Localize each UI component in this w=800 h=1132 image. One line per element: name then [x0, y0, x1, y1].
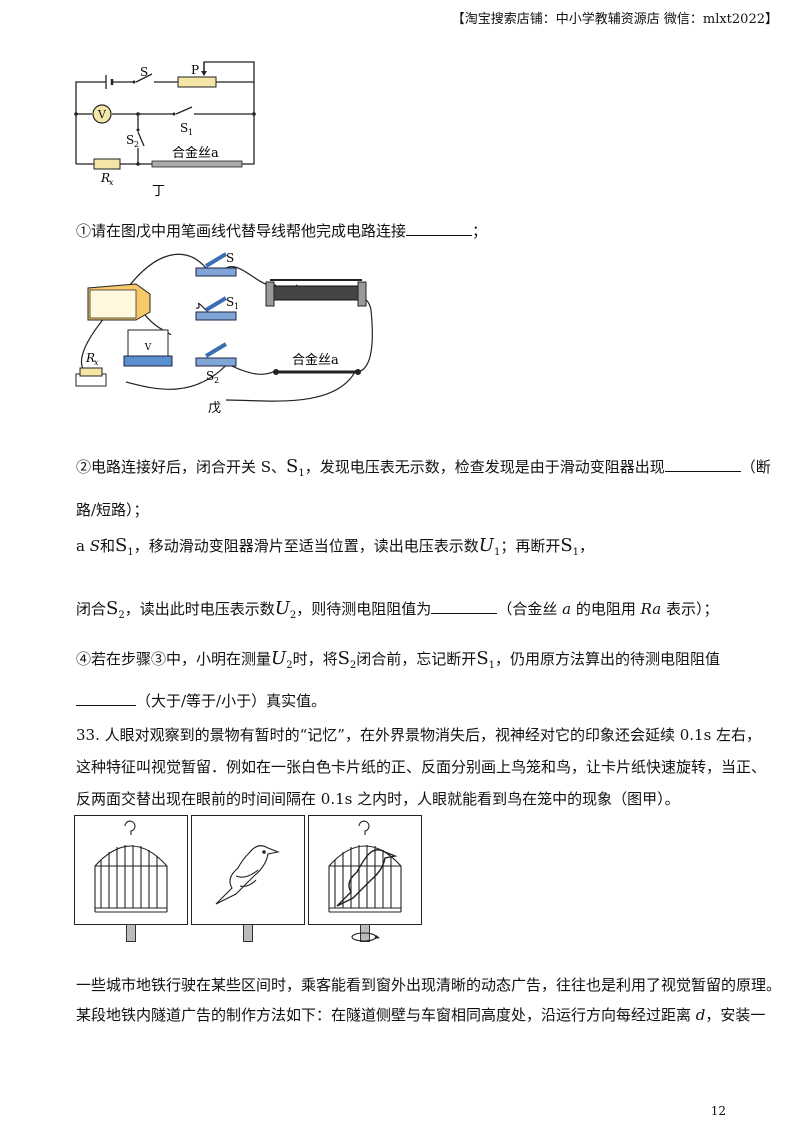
svg-text:合金丝a: 合金丝a [292, 352, 339, 368]
question-3-line-2: 闭合S2，读出此时电压表示数U2，则待测电阻阻值为（合金丝 a 的电阻用 Ra … [76, 598, 719, 621]
question-2-line-2: 路/短路）； [76, 501, 149, 519]
svg-text:1: 1 [188, 128, 193, 137]
svg-text:S: S [226, 251, 234, 265]
svg-text:戊: 戊 [208, 401, 221, 416]
q33-line-1: 33. 人眼对观察到的景物有暂时的“记忆”，在外界景物消失后，视神经对它的印象还… [76, 726, 762, 744]
q33-line-2: 这种特征叫视觉暂留．例如在一张白色卡片纸的正、反面分别画上鸟笼和鸟，让卡片纸快速… [76, 758, 767, 776]
svg-text:S: S [206, 369, 214, 383]
card-handle [243, 924, 253, 942]
answer-blank[interactable] [76, 690, 136, 706]
q33-line-5: 某段地铁内隧道广告的制作方法如下：在隧道侧壁与车窗相同高度处，沿运行方向每经过距… [76, 1006, 766, 1024]
question-1: ①请在图戊中用笔画线代替导线帮他完成电路连接； [76, 220, 488, 240]
svg-text:x: x [94, 358, 99, 367]
svg-text:S: S [140, 65, 148, 79]
svg-text:2: 2 [134, 140, 139, 149]
bird-in-cage-card [308, 815, 422, 925]
answer-blank[interactable] [406, 220, 473, 236]
svg-text:合金丝a: 合金丝a [172, 145, 219, 161]
card-handle [126, 924, 136, 942]
q33-line-3: 反两面交替出现在眼前的时间间隔在 0.1s 之内时，人眼就能看到鸟在笼中的现象（… [76, 790, 680, 808]
answer-blank[interactable] [664, 456, 741, 472]
bird-card [191, 815, 305, 925]
page-header: 【淘宝搜索店铺：中小学教辅资源店 微信：mlxt2022】 [451, 12, 778, 27]
answer-blank[interactable] [431, 598, 498, 614]
cage-card [74, 815, 188, 925]
svg-text:S: S [126, 133, 134, 147]
q33-line-4: 一些城市地铁行驶在某些区间时，乘客能看到窗外出现清晰的动态广告，往往也是利用了视… [76, 976, 782, 994]
svg-text:P: P [191, 63, 199, 77]
svg-text:x: x [109, 178, 114, 187]
question-4-line-2: （大于/等于/小于）真实值。 [76, 690, 326, 711]
svg-text:S: S [180, 121, 188, 135]
svg-text:1: 1 [234, 302, 239, 311]
page-number: 12 [710, 1104, 726, 1118]
svg-text:R: R [100, 171, 110, 185]
question-4-line-1: ④若在步骤③中，小明在测量U2时，将S2闭合前，忘记断开S1，仍用原方法算出的待… [76, 648, 721, 671]
svg-text:V: V [144, 343, 152, 353]
question-3-line-1: a S和S1，移动滑动变阻器滑片至适当位置，读出电压表示数U1；再断开S1， [76, 535, 595, 558]
svg-text:R: R [85, 351, 95, 365]
svg-text:V: V [97, 108, 107, 121]
svg-text:丁: 丁 [152, 184, 165, 199]
rotation-arrow-icon [351, 932, 380, 942]
svg-text:S: S [226, 295, 234, 309]
svg-text:2: 2 [214, 376, 219, 385]
question-2-line-1: ②电路连接好后，闭合开关 S、S1，发现电压表无示数，检查发现是由于滑动变阻器出… [76, 456, 771, 479]
